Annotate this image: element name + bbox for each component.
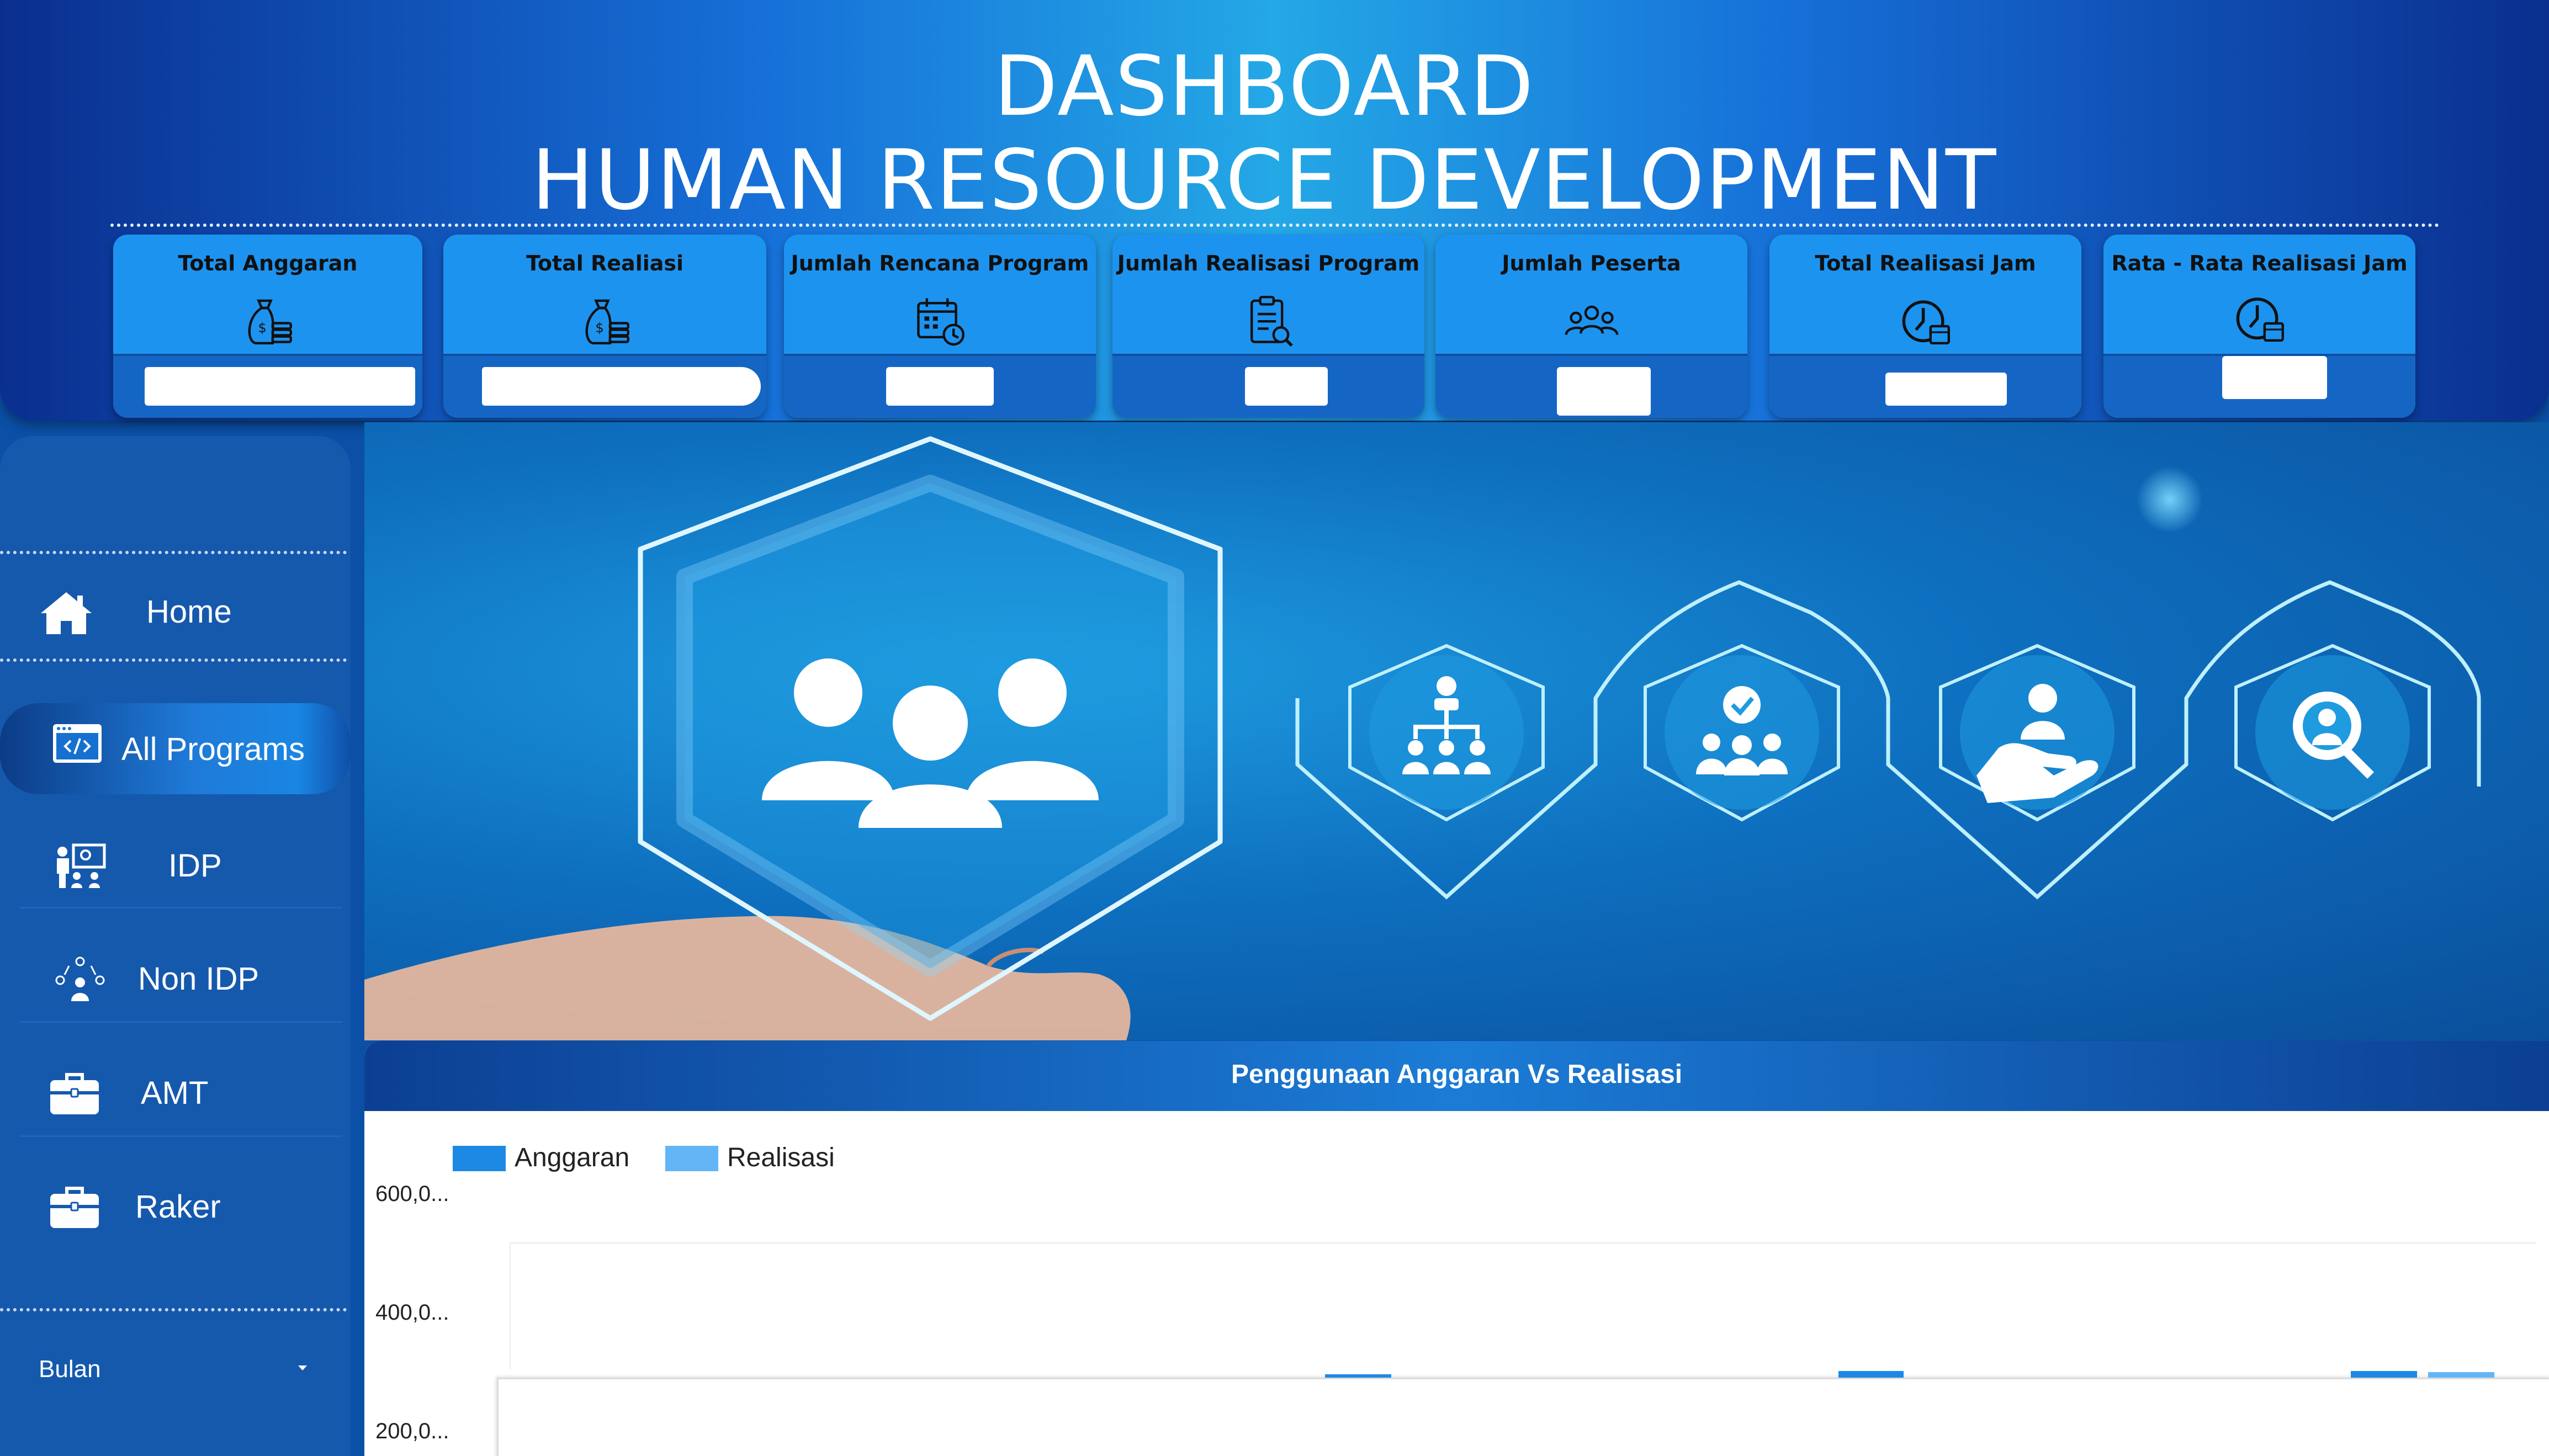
kpi-card-total-anggaran[interactable]: Total Anggaran $ [113,235,422,418]
sidebar-item-non-idp[interactable]: Non IDP [0,936,348,1018]
kpi-value-bar [1769,354,2081,418]
sidebar-item-label: AMT [141,1075,209,1111]
bar-anggaran[interactable] [1325,1374,1391,1378]
clipboard-report-icon [1250,296,1293,347]
kpi-value-bar [443,354,766,418]
page-title-line-1: DASHBOARD [994,39,1535,135]
org-chart-icon [1402,676,1491,774]
clock-calendar-icon [1902,300,1950,344]
bar-realisasi[interactable] [2428,1372,2494,1378]
sidebar-divider [19,907,342,908]
kpi-value-bar [113,354,422,418]
page-title-line-2: HUMAN RESOURCE DEVELOPMENT [531,132,1997,229]
svg-text:$: $ [258,320,266,336]
kpi-value [886,367,994,406]
kpi-card-jumlah-rencana-program[interactable]: Jumlah Rencana Program [784,235,1096,418]
sidebar-item-label: Home [146,594,232,630]
kpi-value-bar [784,354,1096,418]
kpi-label: Jumlah Peserta [1502,251,1681,275]
kpi-label: Total Realisasi Jam [1815,251,2036,275]
plot-area-edge [510,1242,511,1369]
legend-label-anggaran[interactable]: Anggaran [515,1143,630,1172]
bar-anggaran[interactable] [1838,1371,1904,1378]
y-tick-label: 200,0... [375,1419,449,1443]
gridline [510,1242,2536,1244]
home-icon [41,592,92,634]
month-filter-dropdown[interactable]: Bulan [17,1352,326,1391]
kpi-label: Total Anggaran [178,251,358,275]
sidebar: Home All Programs IDP [0,436,351,1456]
sidebar-divider [0,658,347,662]
kpi-value-bar [1112,354,1424,418]
sidebar-item-label: Raker [135,1189,221,1225]
hand-person-icon [1976,684,2098,803]
search-person-icon [2293,692,2374,779]
y-tick-label: 600,0... [375,1182,449,1206]
kpi-card-jumlah-realisasi-program[interactable]: Jumlah Realisasi Program [1112,235,1424,418]
budget-vs-realization-chart: Penggunaan Anggaran Vs Realisasi Anggara… [364,1041,2549,1456]
chevron-down-icon [298,1365,307,1370]
kpi-label: Jumlah Rencana Program [791,251,1089,275]
sidebar-item-label: Non IDP [138,961,259,997]
briefcase-icon [50,1187,99,1228]
chart-tooltip-overlay [497,1378,2549,1456]
header-banner: DASHBOARD HUMAN RESOURCE DEVELOPMENT Tot… [0,0,2549,421]
network-people-icon [55,957,105,1001]
kpi-card-total-realisasi-jam[interactable]: Total Realisasi Jam [1769,235,2081,418]
header-divider [110,224,2440,227]
sidebar-divider [19,1135,342,1137]
sidebar-item-raker[interactable]: Raker [0,1163,348,1246]
kpi-value [145,367,415,406]
sidebar-item-idp[interactable]: IDP [0,822,348,905]
kpi-value [2222,356,2327,399]
team-icon [762,658,1099,828]
people-group-icon [1565,305,1618,335]
kpi-card-rata-rata-realisasi-jam[interactable]: Rata - Rata Realisasi Jam [2103,235,2415,418]
money-bag-coins-icon: $ [585,299,629,344]
chart-header: Penggunaan Anggaran Vs Realisasi [364,1041,2549,1111]
kpi-label: Rata - Rata Realisasi Jam [2111,251,2408,275]
kpi-label: Jumlah Realisasi Program [1117,251,1420,275]
sidebar-divider [0,1308,347,1311]
sidebar-divider [19,1021,342,1023]
chart-title: Penggunaan Anggaran Vs Realisasi [1231,1060,1683,1089]
kpi-card-total-realiasi[interactable]: Total Realiasi $ [443,235,766,418]
kpi-value [1885,373,2007,406]
team-check-icon [1696,686,1788,775]
sidebar-item-home[interactable]: Home [0,568,348,651]
calendar-clock-icon [916,298,965,346]
money-bag-coins-icon: $ [248,299,292,344]
hero-illustration [364,422,2549,1040]
sidebar-item-amt[interactable]: AMT [0,1050,348,1133]
kpi-value [1245,367,1328,406]
sidebar-item-label: IDP [168,848,222,884]
bar-anggaran[interactable] [2351,1371,2417,1378]
sidebar-item-all-programs[interactable]: All Programs [0,703,351,794]
month-filter-label: Bulan [39,1356,101,1383]
code-window-icon [53,724,102,763]
svg-text:$: $ [595,320,603,336]
sidebar-item-label: All Programs [121,731,305,767]
hr-concept-illustration [364,436,2481,1040]
kpi-card-jumlah-peserta[interactable]: Jumlah Peserta [1435,235,1747,418]
kpi-label: Total Realiasi [526,251,684,275]
y-tick-label: 400,0... [375,1300,449,1325]
kpi-value-bar [2103,354,2415,418]
legend-swatch-anggaran [453,1146,506,1171]
presentation-icon [57,843,106,888]
kpi-value [482,367,761,406]
kpi-value-bar [1435,354,1747,418]
briefcase-icon [50,1073,99,1114]
sidebar-divider [0,551,347,554]
legend-label-realisasi[interactable]: Realisasi [727,1143,835,1172]
legend-swatch-realisasi [665,1146,718,1171]
kpi-value [1557,367,1651,416]
clock-calendar-icon [2236,297,2284,342]
